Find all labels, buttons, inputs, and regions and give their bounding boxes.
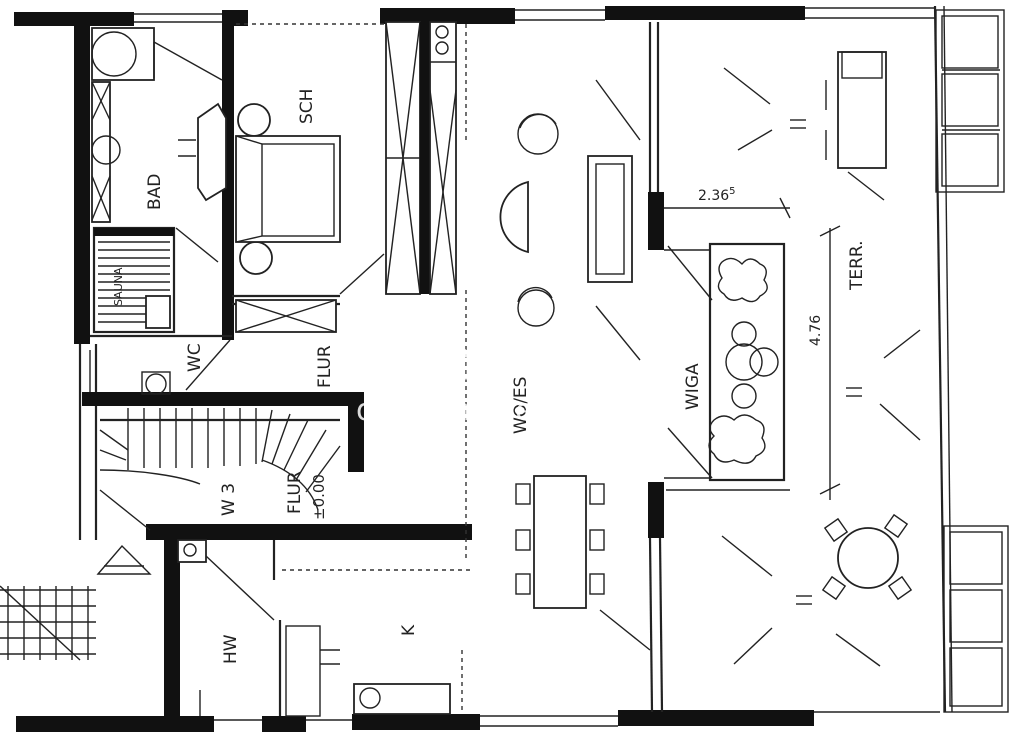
room-label-w3: W 3: [219, 483, 239, 516]
room-label-sauna: SAUNA: [112, 267, 125, 306]
watermark-logo: [398, 328, 572, 392]
dining-table: [515, 475, 651, 651]
wardrobe-cabinets: [385, 21, 457, 295]
bathroom-fixtures: [91, 27, 227, 223]
dimension-depth: 4.76: [808, 315, 824, 346]
watermark-text: ohne-makler: [356, 393, 546, 428]
interior-walls: [82, 22, 664, 718]
room-label-wc: WC: [185, 343, 205, 372]
sauna-cabin: [92, 226, 219, 334]
winter-garden: [664, 242, 790, 491]
wc-fixtures: [89, 339, 231, 395]
room-label-hw: HW: [221, 634, 241, 664]
living-furniture: [465, 24, 641, 560]
room-label-sch: SCH: [297, 89, 317, 124]
terrace-furniture: [721, 9, 1009, 713]
room-label-flur-lower: FLUR: [285, 471, 305, 514]
kitchen-fixtures: [177, 539, 470, 717]
room-label-wiga: WIGA: [683, 363, 703, 410]
dimension-lines: [664, 197, 841, 500]
room-label-terr: TERR.: [847, 240, 867, 291]
room-label-bad: BAD: [145, 174, 165, 210]
dimension-width: 2.365: [698, 186, 736, 204]
room-label-k: K: [399, 624, 419, 636]
room-label-flur-upper: FLUR: [315, 345, 335, 388]
level-label: ±0.00: [310, 474, 328, 520]
bedroom-furniture: [235, 23, 385, 333]
staircase: [0, 408, 341, 661]
room-label-wo-es: WO/ES: [511, 377, 531, 434]
